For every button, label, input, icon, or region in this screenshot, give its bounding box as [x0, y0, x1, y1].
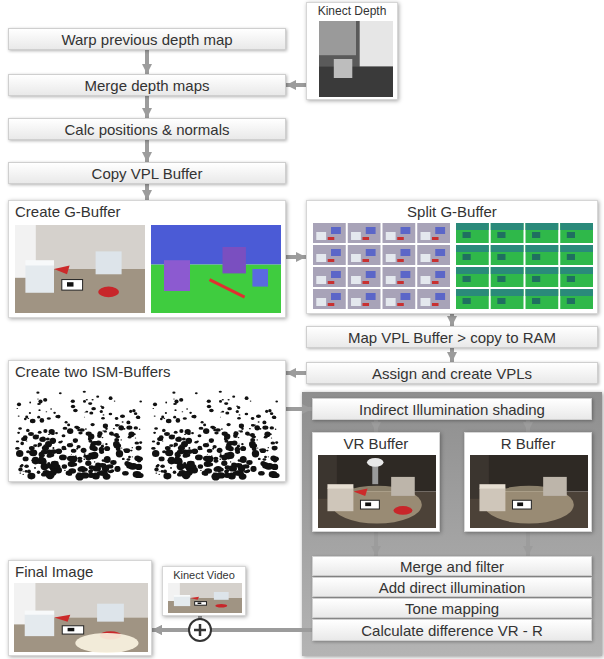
- panel-title: Final Image: [9, 561, 151, 581]
- step-label: Merge and filter: [400, 558, 504, 575]
- process-box: Copy VPL Buffer: [8, 162, 286, 184]
- step-label: Map VPL Buffer > copy to RAM: [348, 329, 556, 346]
- image-panel: Create two ISM-Buffers: [8, 360, 286, 482]
- step-label: Indirect Illumination shading: [359, 401, 545, 418]
- flow-arrow: [374, 420, 378, 432]
- flow-arrow: [526, 532, 530, 556]
- process-box: Indirect Illumination shading: [312, 398, 592, 420]
- flow-arrow: [145, 50, 149, 74]
- image-panel: VR Buffer: [312, 432, 440, 532]
- panel-title: Create two ISM-Buffers: [9, 361, 285, 381]
- flow-arrow: [286, 407, 312, 411]
- panel-title: Create G-Buffer: [9, 201, 285, 221]
- process-box: Calculate difference VR - R: [312, 619, 592, 641]
- panel-title: Kinect Depth: [307, 3, 397, 19]
- step-label: Tone mapping: [405, 600, 499, 617]
- panel-title: Kinect Video: [163, 567, 245, 582]
- flow-arrow: [145, 140, 149, 162]
- sum-symbol: [186, 616, 214, 644]
- process-box: Merge and filter: [312, 556, 592, 576]
- image-panel: Final Image: [8, 560, 152, 656]
- image-panel: Split G-Buffer: [306, 200, 598, 314]
- image-panel: Kinect Depth: [306, 2, 398, 100]
- image-panel: Kinect Video: [162, 566, 246, 616]
- process-box: Assign and create VPLs: [306, 362, 598, 384]
- process-box: Map VPL Buffer > copy to RAM: [306, 326, 598, 348]
- flow-arrow: [450, 314, 454, 326]
- step-label: Assign and create VPLs: [372, 365, 532, 382]
- flow-arrow: [526, 420, 530, 432]
- step-label: Calc positions & normals: [64, 121, 229, 138]
- flow-arrow: [286, 83, 306, 87]
- process-box: Calc positions & normals: [8, 118, 286, 140]
- panel-title: VR Buffer: [313, 433, 439, 453]
- image-panel: R Buffer: [464, 432, 592, 532]
- step-label: Warp previous depth map: [61, 31, 232, 48]
- step-label: Copy VPL Buffer: [92, 165, 203, 182]
- process-box: Warp previous depth map: [8, 28, 286, 50]
- step-label: Calculate difference VR - R: [361, 622, 542, 639]
- process-box: Add direct illumination: [312, 577, 592, 597]
- flow-arrow: [286, 371, 306, 375]
- panel-title: Split G-Buffer: [307, 201, 597, 221]
- flow-arrow: [286, 255, 306, 259]
- image-panel: Create G-Buffer: [8, 200, 286, 318]
- flow-arrow: [374, 532, 378, 556]
- step-label: Merge depth maps: [84, 77, 209, 94]
- flow-arrow: [450, 348, 454, 362]
- panel-title: R Buffer: [465, 433, 591, 453]
- flow-arrow: [145, 184, 149, 200]
- process-box: Tone mapping: [312, 598, 592, 618]
- step-label: Add direct illumination: [379, 579, 526, 596]
- flow-arrow: [145, 96, 149, 118]
- process-box: Merge depth maps: [8, 74, 286, 96]
